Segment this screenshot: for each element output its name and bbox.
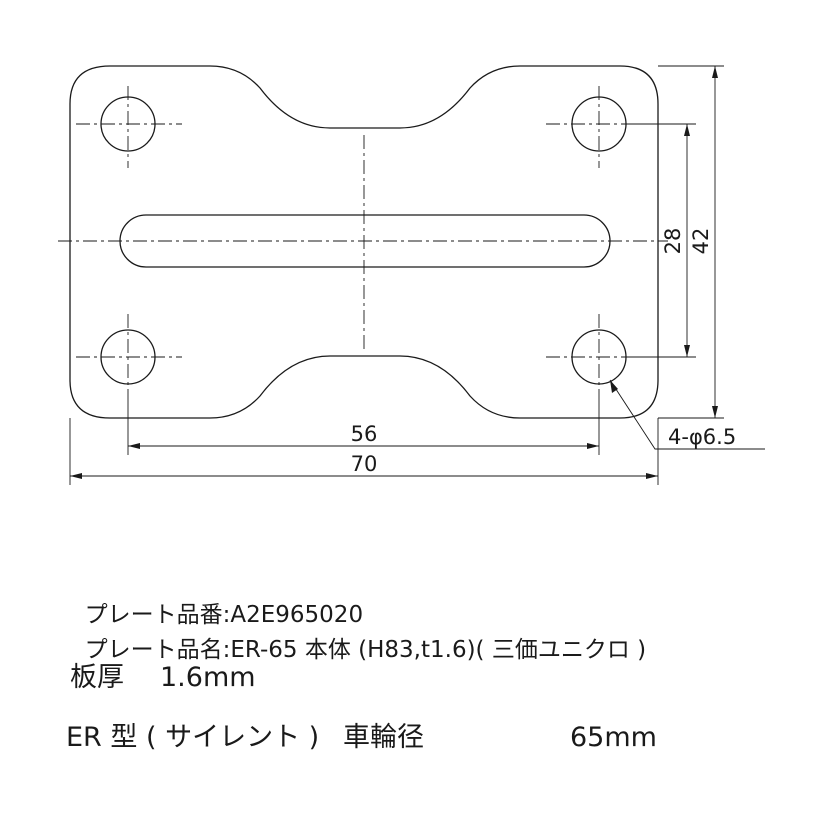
thickness-value: 1.6mm (160, 662, 256, 693)
part-name-row: プレート品名:ER-65 本体 (H83,t1.6)( 三価ユニクロ ) (70, 616, 647, 663)
wheel-diameter-label: 車輪径 (343, 722, 424, 753)
dimension-arrows (70, 66, 718, 479)
dim-hole-callout: 4-φ6.5 (668, 425, 736, 449)
part-number-row: プレート品番:A2E965020 (70, 581, 363, 627)
part-number-label: プレート品番 (84, 602, 223, 628)
part-number-value: :A2E965020 (222, 602, 364, 628)
wheel-diameter-value: 65mm (570, 722, 657, 753)
center-lines (58, 86, 668, 400)
part-name-label: プレート品名 (84, 637, 223, 663)
dim-hole-pitch-x: 56 (351, 422, 378, 446)
plate-outline (69, 65, 659, 419)
part-name-value: :ER-65 本体 (H83,t1.6)( 三価ユニクロ ) (222, 637, 647, 663)
dim-overall-height: 42 (689, 228, 713, 255)
type-label: ER 型 ( サイレント ) (66, 722, 320, 753)
thickness-label: 板厚 (70, 662, 124, 693)
dim-hole-pitch-y: 28 (661, 228, 685, 255)
dim-overall-width: 70 (351, 452, 378, 476)
dimension-lines (69, 65, 765, 485)
